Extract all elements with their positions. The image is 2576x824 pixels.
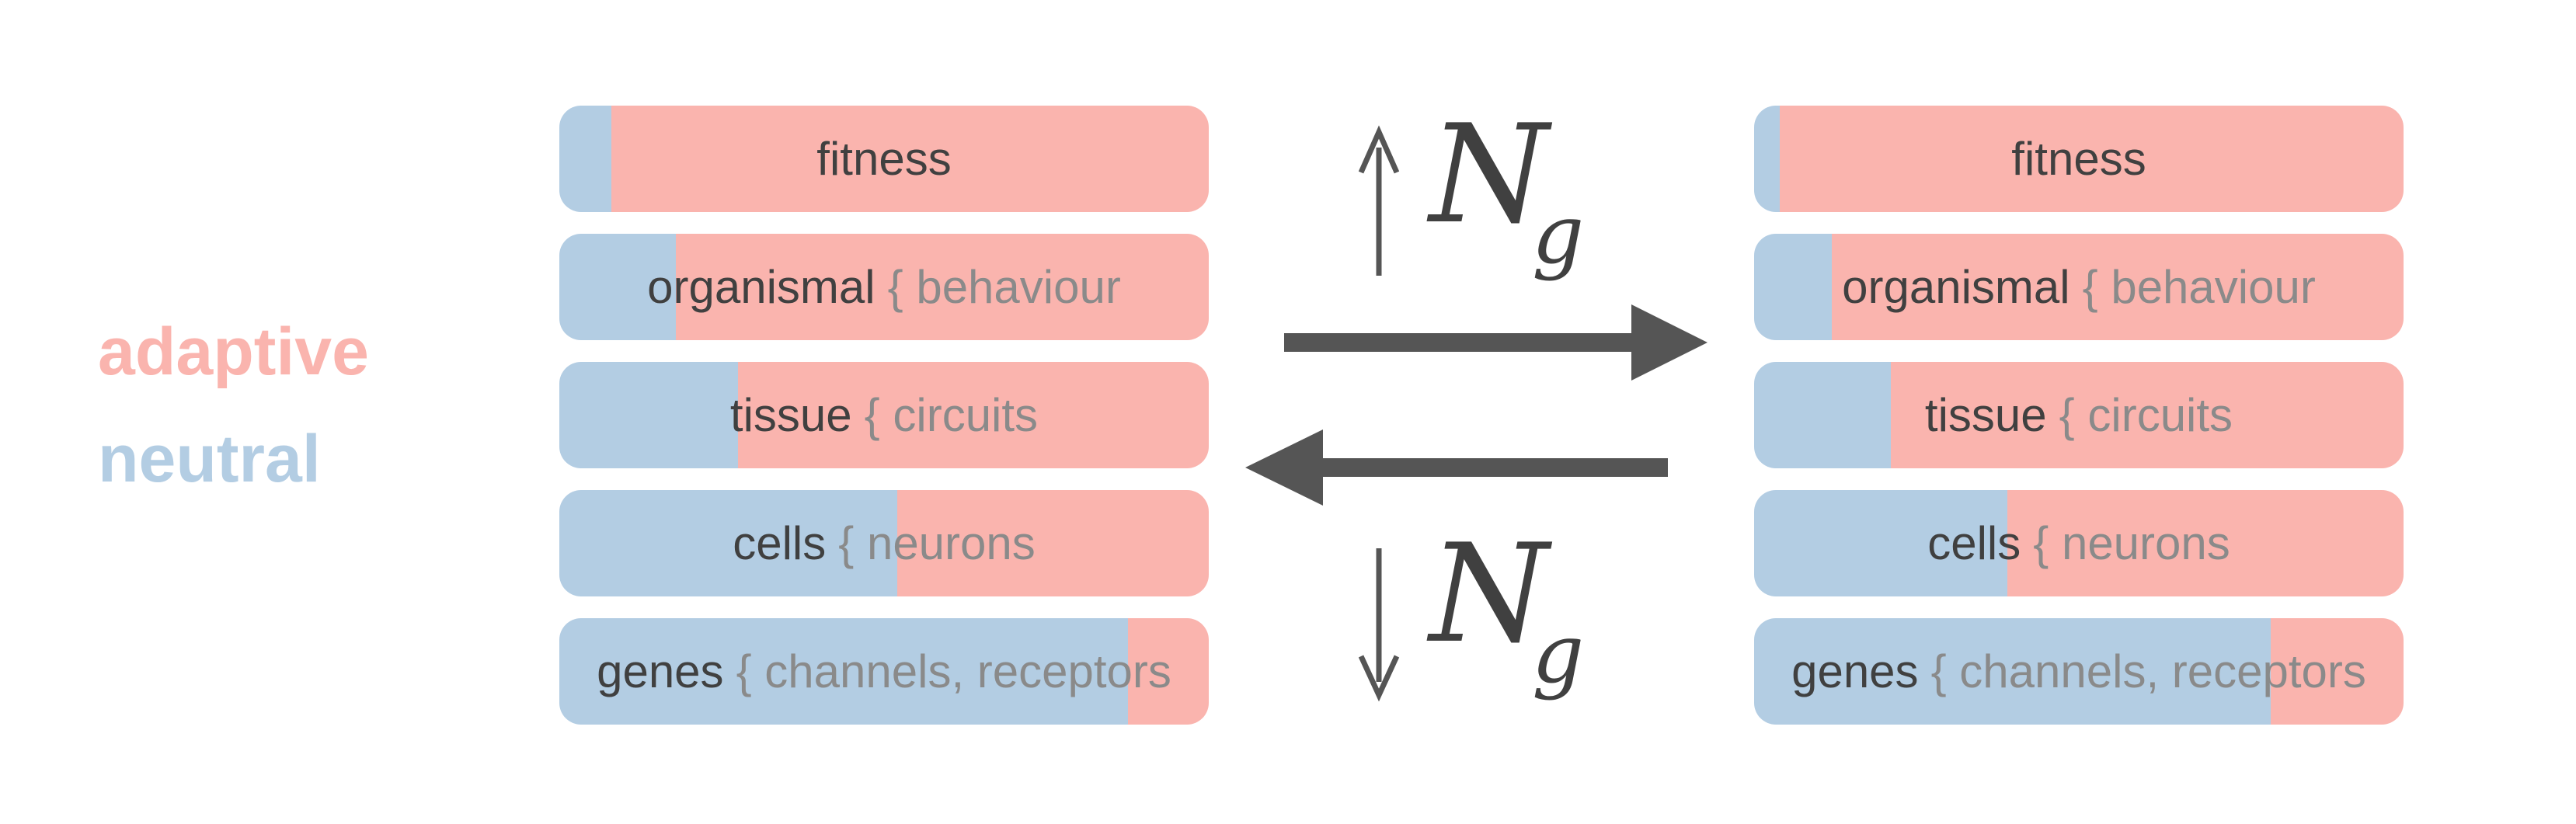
adaptive-segment bbox=[2270, 618, 2404, 725]
adaptive-segment bbox=[1890, 362, 2404, 468]
level-name: fitness bbox=[2011, 133, 2146, 185]
right-arrow-shaft bbox=[1284, 333, 1638, 352]
level-label: organismal{ behaviour bbox=[1754, 234, 2404, 340]
level-bar-organismal: organismal{ behaviour bbox=[1754, 234, 2404, 340]
level-label: tissue{ circuits bbox=[1754, 362, 2404, 468]
adaptive-segment bbox=[896, 490, 1209, 596]
level-name: cells bbox=[733, 517, 827, 569]
level-bar-tissue: tissue{ circuits bbox=[559, 362, 1209, 468]
neutral-segment bbox=[1754, 618, 2271, 725]
level-detail: { neurons bbox=[2033, 517, 2230, 569]
top-ng-symbol: N bbox=[1426, 96, 1553, 254]
left-level-stack: fitness organismal{ behaviour tissue{ circ… bbox=[559, 106, 1209, 746]
right-level-stack: fitness organismal{ behaviour tissue{ circ… bbox=[1754, 106, 2404, 746]
level-bar-cells: cells{ neurons bbox=[1754, 490, 2404, 596]
level-name: tissue bbox=[1924, 389, 2047, 441]
left-arrow-head bbox=[1245, 429, 1323, 506]
level-bar-organismal: organismal{ behaviour bbox=[559, 234, 1209, 340]
level-name: tissue bbox=[729, 389, 852, 441]
level-bar-tissue: tissue{ circuits bbox=[1754, 362, 2404, 468]
adaptive-segment bbox=[2007, 490, 2404, 596]
level-bar-cells: cells{ neurons bbox=[559, 490, 1209, 596]
level-label: genes{ channels, receptors bbox=[1754, 618, 2404, 725]
level-detail: { circuits bbox=[2059, 389, 2233, 441]
level-name: genes bbox=[1791, 645, 1919, 697]
legend-adaptive: adaptive bbox=[98, 315, 369, 389]
level-label: fitness bbox=[1754, 106, 2404, 212]
level-name: fitness bbox=[816, 133, 952, 185]
level-bar-fitness: fitness bbox=[1754, 106, 2404, 212]
left-arrow-shaft bbox=[1321, 458, 1668, 477]
neutral-segment bbox=[559, 618, 1128, 725]
level-name: organismal bbox=[647, 261, 875, 313]
adaptive-segment bbox=[611, 106, 1209, 212]
level-bar-fitness: fitness bbox=[559, 106, 1209, 212]
top-ng-subscript: g bbox=[1532, 187, 1584, 282]
level-detail: { channels, receptors bbox=[1930, 645, 2366, 697]
neutral-segment bbox=[1754, 106, 1781, 212]
bottom-ng-subscript: g bbox=[1532, 607, 1584, 701]
neutral-segment bbox=[559, 106, 611, 212]
up-arrow-head bbox=[1358, 125, 1400, 174]
adaptive-segment bbox=[1780, 106, 2404, 212]
adaptive-segment bbox=[737, 362, 1209, 468]
bottom-ng-symbol: N bbox=[1426, 516, 1553, 673]
neutral-segment bbox=[1754, 234, 1833, 340]
level-label: genes{ channels, receptors bbox=[559, 618, 1209, 725]
level-bar-genes: genes{ channels, receptors bbox=[1754, 618, 2404, 725]
level-detail: { behaviour bbox=[887, 261, 1121, 313]
right-arrow-head bbox=[1631, 304, 1707, 381]
level-label: cells{ neurons bbox=[559, 490, 1209, 596]
level-name: cells bbox=[1927, 517, 2021, 569]
level-name: organismal bbox=[1842, 261, 2070, 313]
level-label: organismal{ behaviour bbox=[559, 234, 1209, 340]
adaptive-segment bbox=[1832, 234, 2404, 340]
level-label: tissue{ circuits bbox=[559, 362, 1209, 468]
neutral-segment bbox=[559, 490, 897, 596]
neutral-segment bbox=[1754, 362, 1891, 468]
neutral-segment bbox=[1754, 490, 2008, 596]
level-detail: { neurons bbox=[838, 517, 1036, 569]
legend-neutral: neutral bbox=[98, 422, 321, 496]
neutral-segment bbox=[559, 234, 677, 340]
level-name: genes bbox=[597, 645, 724, 697]
level-detail: { channels, receptors bbox=[736, 645, 1171, 697]
neutral-segment bbox=[559, 362, 738, 468]
level-label: fitness bbox=[559, 106, 1209, 212]
legend: adaptive neutral bbox=[98, 318, 369, 533]
level-detail: { circuits bbox=[864, 389, 1039, 441]
adaptive-segment bbox=[1127, 618, 1209, 725]
level-bar-genes: genes{ channels, receptors bbox=[559, 618, 1209, 725]
down-arrow-head bbox=[1358, 655, 1400, 702]
level-detail: { behaviour bbox=[2082, 261, 2316, 313]
adaptive-segment bbox=[676, 234, 1209, 340]
level-label: cells{ neurons bbox=[1754, 490, 2404, 596]
